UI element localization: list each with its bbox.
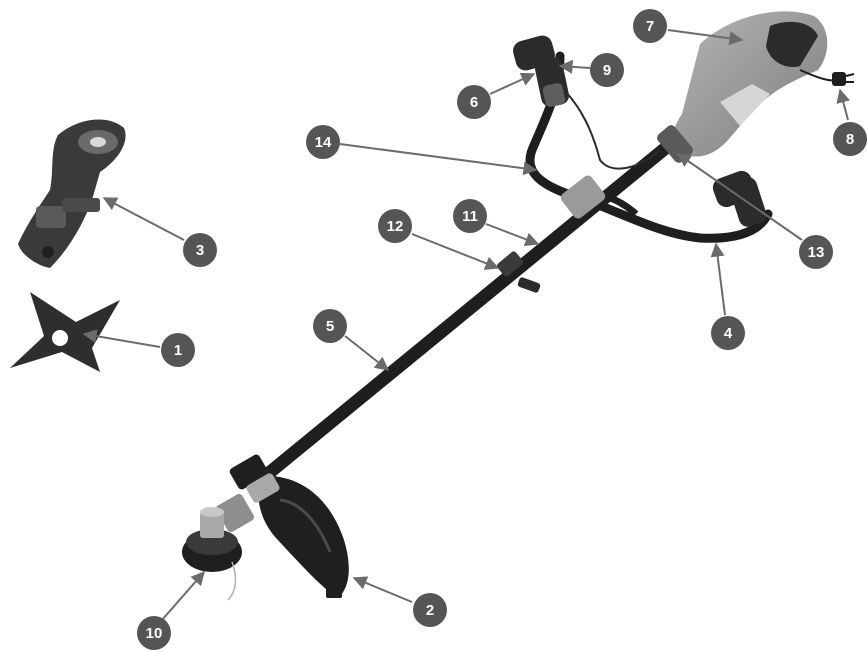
callout-2: 2 [354, 578, 447, 627]
badge-9-label: 9 [603, 62, 611, 79]
motor-housing [655, 11, 827, 164]
callout-9: 9 [560, 53, 624, 87]
callout-4: 4 [711, 244, 745, 350]
callout-8: 8 [833, 90, 867, 156]
badge-13-label: 13 [808, 244, 825, 261]
three-tooth-blade [10, 292, 120, 372]
badge-12-label: 12 [387, 218, 404, 235]
badge-11-label: 11 [462, 208, 478, 225]
callout-5: 5 [313, 309, 388, 370]
shaft [258, 128, 690, 482]
badge-4-label: 4 [724, 325, 733, 342]
handle-clamp [559, 173, 607, 220]
badge-2-label: 2 [426, 602, 434, 619]
callout-14: 14 [306, 125, 536, 170]
badge-8-label: 8 [846, 131, 854, 148]
right-grip [710, 168, 769, 229]
power-plug [800, 70, 854, 86]
badge-10-label: 10 [146, 625, 163, 642]
callout-7: 7 [633, 9, 742, 43]
brush-cutter [182, 11, 854, 600]
badge-1-label: 1 [174, 342, 182, 359]
callout-11: 11 [453, 199, 538, 244]
callout-3: 3 [104, 198, 217, 267]
callout-6: 6 [457, 74, 534, 119]
badge-3-label: 3 [196, 242, 204, 259]
harness-clip [18, 120, 126, 268]
badge-14-label: 14 [315, 134, 332, 151]
callout-10: 10 [137, 572, 204, 650]
left-grip [511, 33, 571, 108]
badge-6-label: 6 [470, 94, 478, 111]
callout-1: 1 [84, 333, 195, 367]
badge-5-label: 5 [326, 318, 334, 335]
badge-7-label: 7 [646, 18, 654, 35]
